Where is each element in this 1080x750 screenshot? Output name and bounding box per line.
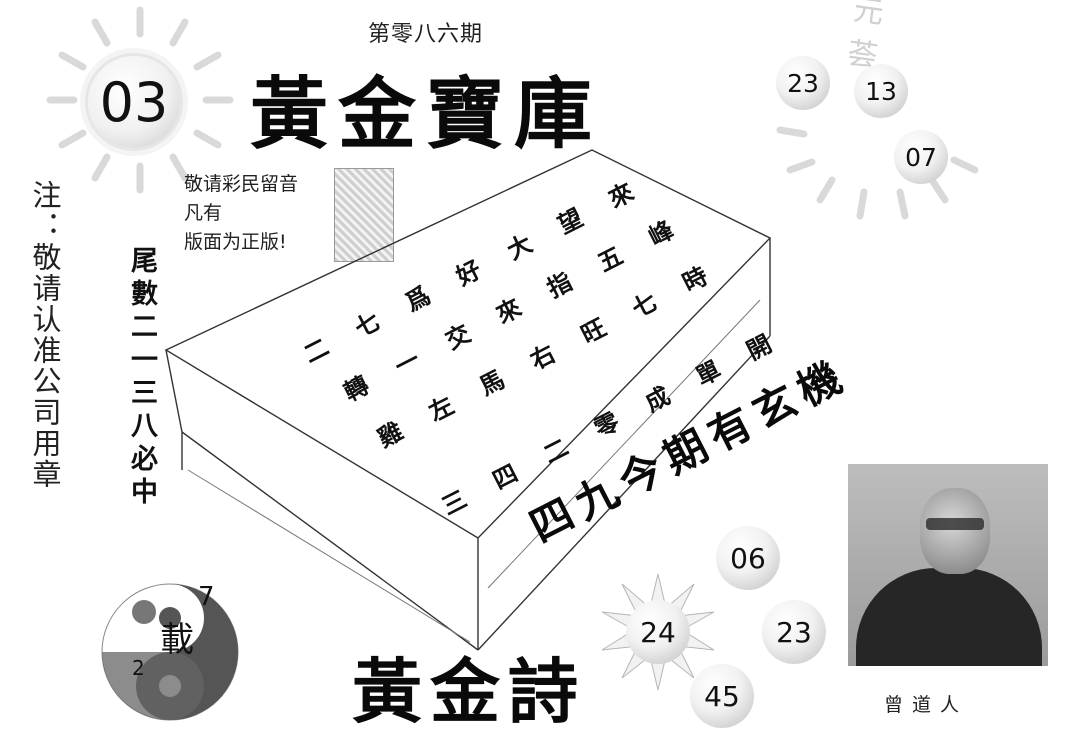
notice-text: 敬请彩民留音 凡有 版面为正版! xyxy=(184,170,298,257)
yinyang-center-char: 載 xyxy=(160,620,194,660)
stamp-image xyxy=(334,168,394,262)
portrait-glasses xyxy=(926,518,984,530)
notice-line: 敬请彩民留音 xyxy=(184,173,299,195)
left-note: 注：敬请认准公司用章 xyxy=(28,180,62,490)
sun-rays-right xyxy=(776,126,979,220)
number-ball: 24 xyxy=(626,600,690,664)
page-title: 黃金寶庫 xyxy=(250,69,603,160)
number-ball: 23 xyxy=(762,600,826,664)
notice-line: 版面为正版! xyxy=(184,231,287,253)
portrait-head xyxy=(920,488,990,574)
yinyang-icon xyxy=(101,583,239,721)
badge-number: 03 xyxy=(88,56,180,148)
notice-line: 凡有 xyxy=(184,202,223,224)
number-ball: 06 xyxy=(716,526,780,590)
poem-title: 黃金詩 xyxy=(352,650,586,733)
number-ball: 13 xyxy=(854,64,908,118)
sun-rays-left xyxy=(46,6,234,194)
number-ball: 07 xyxy=(894,130,948,184)
issue-label: 第零八六期 xyxy=(368,22,484,47)
yinyang-top-number: 7 xyxy=(198,582,215,612)
number-ball: 45 xyxy=(690,664,754,728)
number-ball: 23 xyxy=(776,56,830,110)
tail-numbers: 尾數二一三八必中 xyxy=(126,246,157,510)
portrait-caption: 曾道人 xyxy=(884,694,969,716)
portrait-body xyxy=(856,568,1042,666)
portrait-photo xyxy=(848,464,1048,666)
yinyang-bottom-number: 2 xyxy=(132,656,145,680)
